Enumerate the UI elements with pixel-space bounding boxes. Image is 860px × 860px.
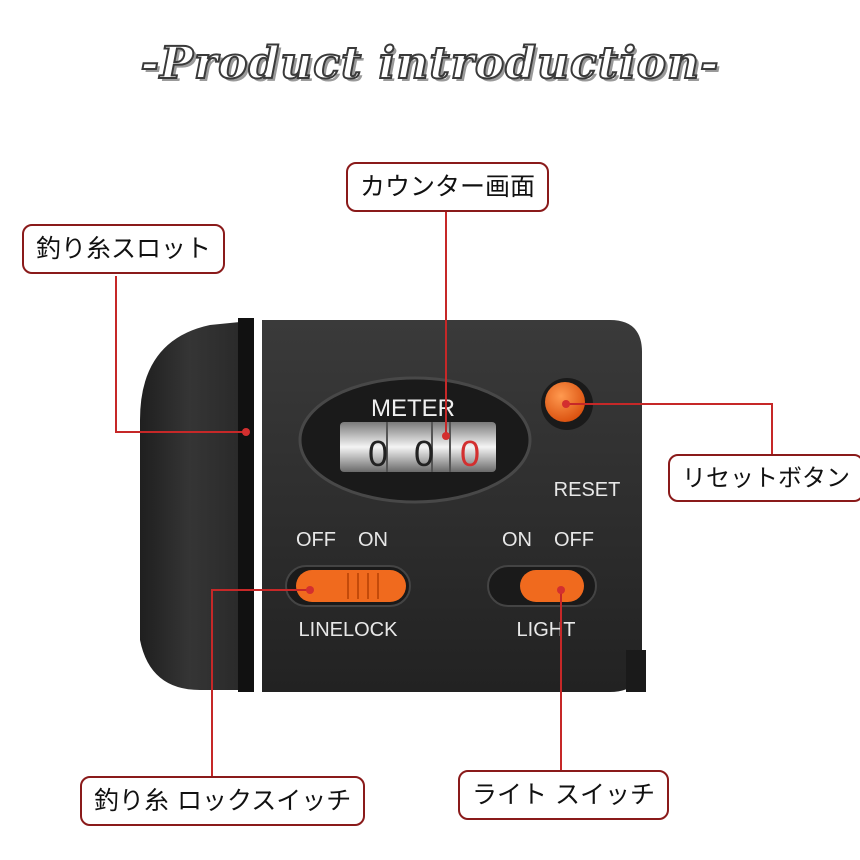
- callout-line-slot: 釣り糸スロット: [22, 224, 226, 274]
- callout-counter-screen: カウンター画面: [346, 162, 550, 212]
- line-slot-side: [140, 322, 240, 690]
- callout-light-switch: ライト スイッチ: [458, 770, 669, 820]
- line-slot: [238, 318, 254, 692]
- callout-reset-button: リセットボタン: [668, 454, 860, 503]
- callout-line-lock-switch: 釣り糸 ロックスイッチ: [80, 776, 366, 826]
- reset-button: [545, 382, 585, 422]
- page-title: -Product introduction-: [140, 37, 720, 90]
- linelock-switch-knob: [296, 570, 406, 602]
- light-switch-knob: [520, 570, 584, 602]
